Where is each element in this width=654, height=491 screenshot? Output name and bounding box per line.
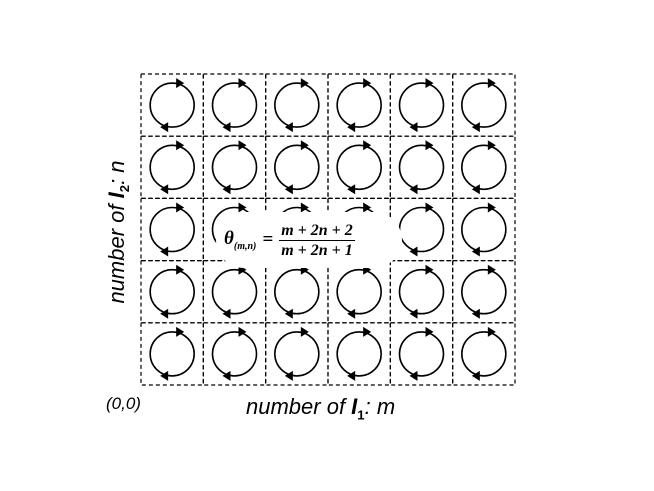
circular-arrow-loop-icon: [398, 140, 445, 195]
circular-arrow-loop-icon: [274, 326, 320, 381]
formula-fraction: m + 2n + 2 m + 2n + 1: [279, 221, 355, 260]
circular-arrow-loop-icon: [336, 78, 382, 133]
formula-theta: θ: [224, 228, 234, 250]
y-axis-label: number of I2: n: [104, 160, 132, 303]
circular-arrow-loop-icon: [274, 140, 320, 195]
x-axis-subscript: 1: [357, 407, 365, 423]
y-axis-prefix: number of: [103, 198, 129, 304]
circular-arrow-loop-icon: [274, 78, 320, 133]
circular-arrow-loop-icon: [461, 264, 507, 319]
origin-label: (0,0): [106, 394, 141, 413]
circular-arrow-loop-icon: [336, 140, 382, 195]
x-axis-prefix: number of: [246, 394, 352, 419]
y-axis-subscript: 2: [117, 184, 133, 193]
x-axis-suffix: : m: [364, 394, 396, 419]
circular-arrow-loop-icon: [211, 326, 258, 381]
formula-numerator: m + 2n + 2: [279, 221, 355, 241]
circular-arrow-loop-icon: [149, 78, 195, 133]
circular-arrow-loop-icon: [461, 78, 507, 133]
y-axis-symbol: I2: [103, 184, 133, 199]
circular-arrow-loop-icon: [398, 78, 445, 133]
formula-subscript: (m,n): [233, 240, 257, 252]
x-axis-label: number of I1: m: [246, 394, 395, 422]
circular-arrow-loop-icon: [461, 326, 507, 381]
circular-arrow-loop-icon: [398, 264, 445, 319]
dashed-grid: [140, 73, 516, 386]
circular-arrow-loop-icon: [149, 326, 195, 381]
loop-layer: [149, 78, 507, 381]
grid-cell: [452, 322, 516, 386]
circular-arrow-loop-icon: [336, 326, 382, 381]
circular-arrow-loop-icon: [398, 202, 445, 257]
formula-lhs: θ(m,n): [224, 228, 256, 252]
circular-arrow-loop-icon: [461, 140, 507, 195]
circular-arrow-loop-icon: [336, 264, 382, 319]
circular-arrow-loop-icon: [149, 140, 195, 195]
circular-arrow-loop-icon: [149, 264, 195, 319]
circular-arrow-loop-icon: [461, 202, 507, 257]
y-axis-symbol-letter: I: [103, 192, 129, 199]
circular-arrow-loop-icon: [149, 202, 195, 257]
x-axis-symbol: I1: [351, 394, 365, 423]
circular-arrow-loop-icon: [211, 264, 258, 319]
circular-arrow-loop-icon: [211, 140, 258, 195]
y-axis-suffix: : n: [103, 160, 129, 185]
formula-label: θ(m,n) = m + 2n + 2 m + 2n + 1: [216, 212, 402, 268]
circular-arrow-loop-icon: [211, 78, 258, 133]
x-axis-symbol-letter: I: [351, 394, 358, 419]
formula-equals: =: [262, 229, 274, 250]
circular-arrow-loop-icon: [274, 264, 320, 319]
formula-denominator: m + 2n + 1: [281, 241, 353, 259]
circular-arrow-loop-icon: [398, 326, 445, 381]
